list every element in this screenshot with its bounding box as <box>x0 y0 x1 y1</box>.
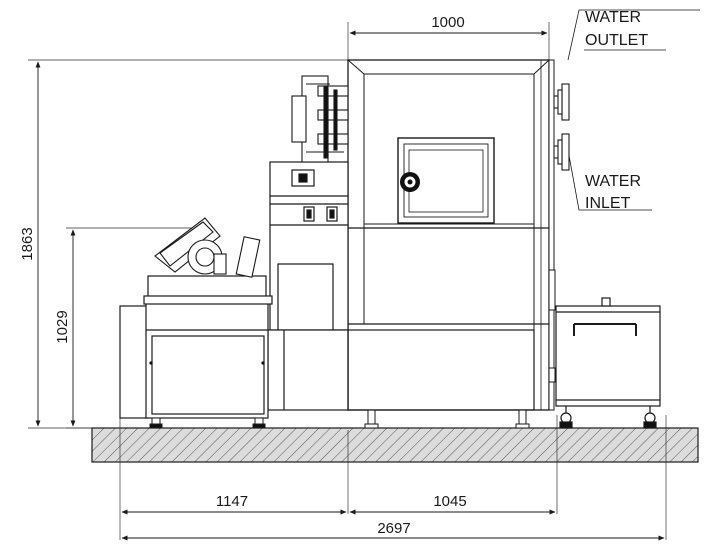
boiler-body <box>347 59 555 411</box>
ash-container <box>555 297 661 429</box>
water-outlet-label-line2: OUTLET <box>585 32 648 49</box>
dim-length-total-label: 2697 <box>377 520 410 537</box>
dim-length-left-label: 1147 <box>216 493 248 510</box>
dim-height-total-label: 1863 <box>19 227 36 260</box>
water-outlet-flange <box>553 83 570 121</box>
boiler-feet <box>364 409 530 429</box>
control-column <box>269 161 349 331</box>
dimension-lines <box>35 30 665 541</box>
door-handle-icon <box>400 172 420 192</box>
boiler-side-details <box>548 269 556 383</box>
water-inlet-label-line2: INLET <box>585 195 631 212</box>
water-inlet-label-line1: WATER <box>585 173 641 190</box>
extension-lines <box>28 22 667 540</box>
hopper-feet <box>149 417 266 429</box>
base-frame <box>267 329 535 411</box>
water-inlet-callout: WATER INLET <box>567 149 652 212</box>
hopper-unit <box>119 275 273 419</box>
fan-motor-assembly <box>291 75 349 163</box>
dim-length-right-label: 1045 <box>433 493 466 510</box>
water-outlet-label-line1: WATER <box>585 9 641 26</box>
water-inlet-flange <box>553 133 570 171</box>
feeder-mechanism <box>154 217 261 278</box>
ground-slab <box>91 427 699 463</box>
dim-height-hopper-label: 1029 <box>54 310 71 343</box>
dim-width-top-label: 1000 <box>431 14 464 31</box>
water-outlet-callout: WATER OUTLET <box>567 9 700 61</box>
